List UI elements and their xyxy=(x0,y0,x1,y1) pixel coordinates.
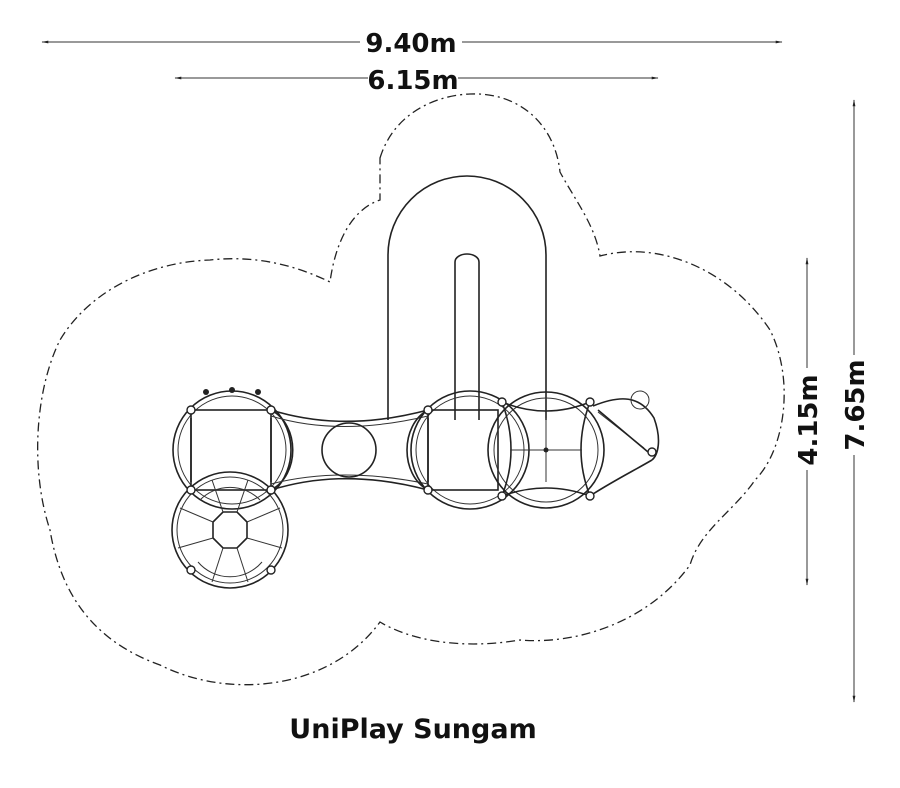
dimension-overall-width: 9.40m xyxy=(41,29,783,59)
slide-outline xyxy=(387,175,547,420)
platform-width-label: 6.15m xyxy=(367,66,458,96)
dimension-platform-depth: 4.15m xyxy=(794,257,824,586)
product-title: UniPlay Sungam xyxy=(289,714,537,745)
post-joints xyxy=(186,397,657,575)
safety-zone-boundary xyxy=(37,93,785,686)
overall-width-label: 9.40m xyxy=(365,29,456,59)
dimension-platform-width: 6.15m xyxy=(174,66,659,96)
overall-depth-label: 7.65m xyxy=(841,359,871,450)
dimension-overall-depth: 7.65m xyxy=(841,99,871,703)
left-tower xyxy=(172,387,292,510)
slide xyxy=(387,175,547,420)
platform-depth-label: 4.15m xyxy=(794,374,824,465)
connecting-bridge xyxy=(270,409,429,491)
bottom-left-tower xyxy=(171,471,289,589)
slide-chute xyxy=(454,253,480,420)
